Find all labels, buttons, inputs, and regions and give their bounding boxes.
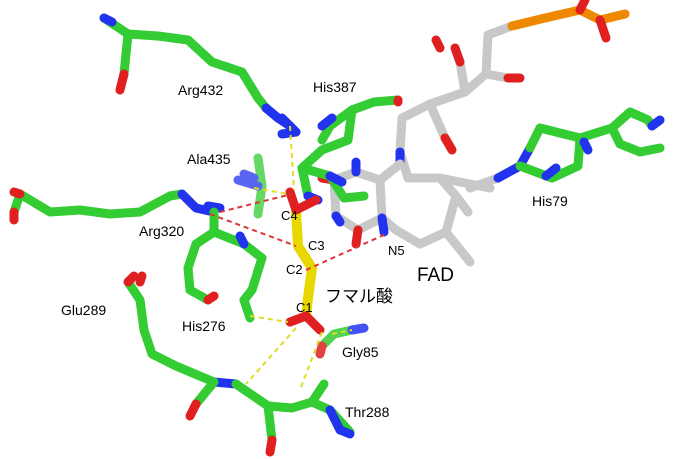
close-contacts: [209, 193, 387, 271]
fad-molecule: [317, 0, 630, 267]
label-thr288: Thr288: [345, 404, 390, 420]
thr288-residue: [185, 377, 355, 457]
label-his276: His276: [182, 318, 226, 334]
label-arg432: Arg432: [178, 82, 224, 98]
contact-line: [219, 193, 293, 213]
fad-isoalloxazine-ring: [317, 147, 495, 267]
label-arg320: Arg320: [139, 223, 185, 239]
label-atom-c4: C4: [281, 208, 298, 223]
hbond-line: [331, 329, 353, 335]
ala435-residue: [233, 153, 267, 219]
fad-ribityl-chain: [395, 0, 630, 157]
hbond-line: [253, 187, 289, 195]
label-atom-c1: C1: [296, 300, 313, 315]
hbond-line: [289, 125, 295, 191]
arg320-residue: [9, 187, 225, 237]
label-glu289: Glu289: [61, 302, 107, 318]
hbond-line: [245, 327, 297, 385]
label-fad: FAD: [417, 265, 454, 286]
his387-residue: [297, 95, 403, 205]
label-fumarate: フマル酸: [325, 287, 393, 306]
label-atom-n5: N5: [388, 243, 405, 258]
label-atom-c3: C3: [308, 238, 325, 253]
label-his79: His79: [532, 193, 568, 209]
contact-line: [305, 233, 387, 271]
label-ala435: Ala435: [187, 151, 231, 167]
hbond-line: [249, 315, 289, 323]
hbond-line: [299, 331, 323, 391]
arg432-residue: [99, 13, 301, 139]
label-atom-c2: C2: [286, 262, 303, 277]
label-his387: His387: [313, 79, 357, 95]
his79-residue: [465, 107, 665, 193]
his276-residue: [183, 227, 267, 323]
hydrogen-bonds: [245, 125, 353, 391]
contact-line: [209, 213, 297, 247]
label-gly85: Gly85: [342, 344, 379, 360]
